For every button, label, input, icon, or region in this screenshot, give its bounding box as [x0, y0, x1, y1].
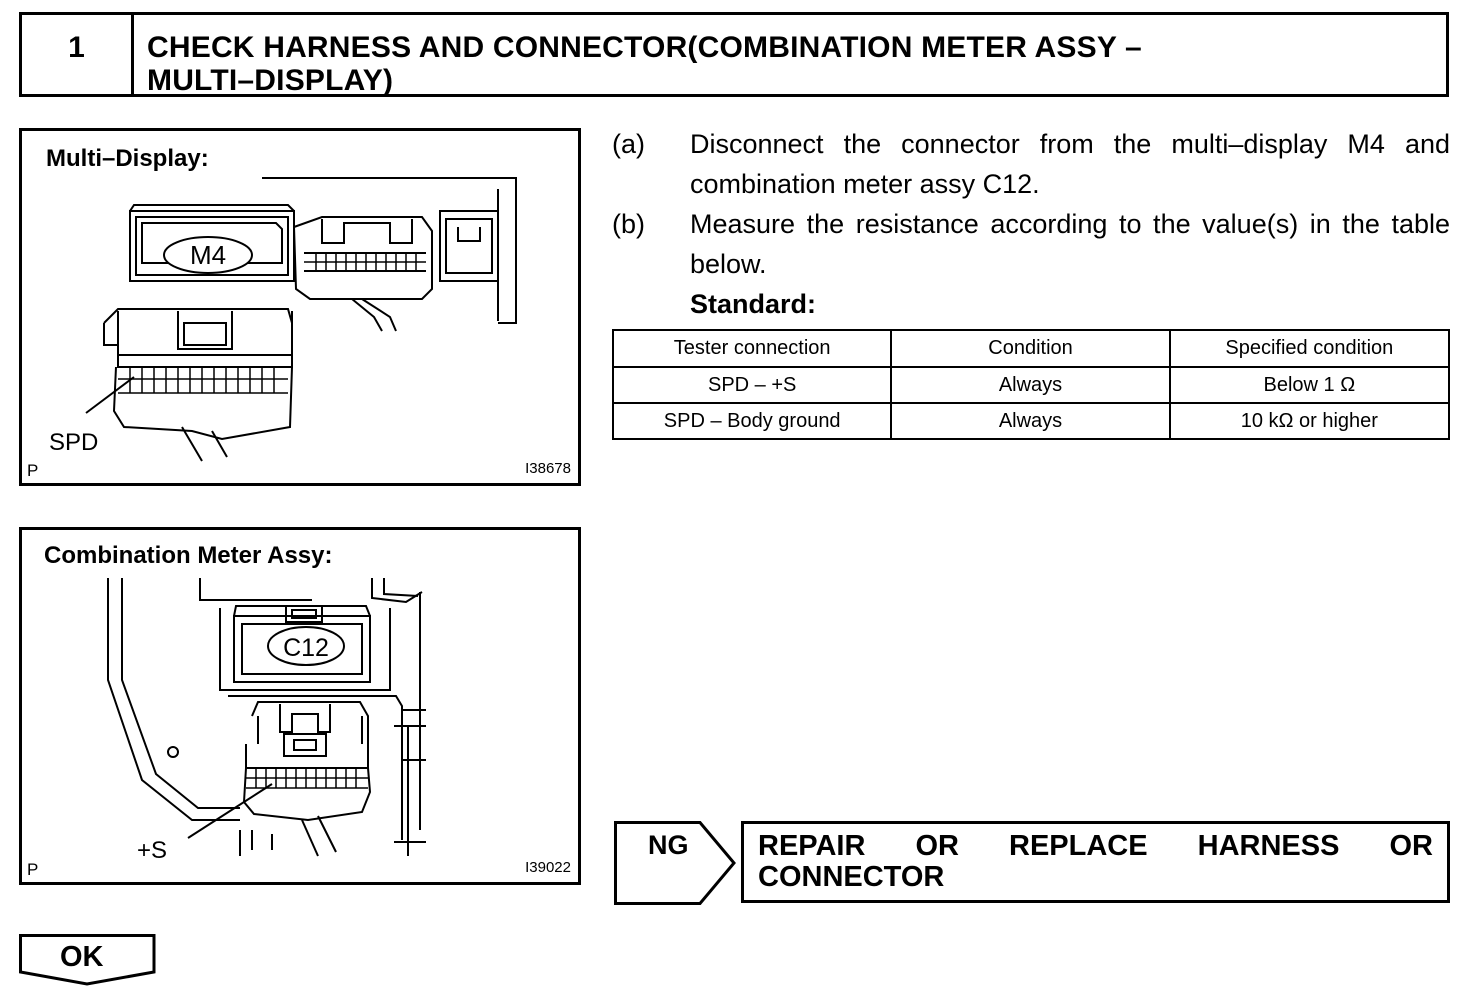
instruction-text: Measure the resistance according to the … [690, 209, 1450, 279]
ng-arrow-icon [614, 821, 736, 905]
ng-label: NG [648, 830, 689, 860]
table-cell: Below 1 Ω [1168, 366, 1451, 404]
result-word: REPLACE [1009, 830, 1148, 862]
figure-title: Multi–Display: [46, 145, 209, 172]
table-header-row: Tester connection Condition Specified co… [611, 329, 1451, 368]
ok-label: OK [60, 941, 104, 973]
figure-code: I38678 [525, 460, 571, 477]
instruction-a: (a) Disconnect the connector from the mu… [612, 124, 1450, 204]
column-header: Tester connection [611, 329, 893, 368]
standard-label: Standard: [690, 289, 817, 319]
step-title-line2: MULTI–DISPLAY) [147, 64, 394, 97]
combination-meter-connector-illustration: C12 +S [107, 578, 426, 864]
m4-connector-label: M4 [190, 240, 226, 270]
multi-display-figure: M4 SPD Multi–Display: P I38678 [19, 128, 581, 486]
ok-arrow-icon [19, 934, 156, 986]
result-word: OR [915, 830, 959, 862]
ng-result-line2: CONNECTOR [758, 861, 945, 893]
resistance-spec-table: Tester connection Condition Specified co… [611, 329, 1451, 440]
c12-connector-label: C12 [283, 634, 329, 662]
combination-meter-figure: C12 +S Combination Meter Assy: P I39022 [19, 527, 581, 885]
instruction-mark: (a) [612, 129, 645, 159]
table-row: SPD – Body ground Always 10 kΩ or higher [611, 402, 1451, 440]
table-row: SPD – +S Always Below 1 Ω [611, 366, 1451, 404]
plus-s-terminal-label: +S [137, 837, 167, 864]
result-word: HARNESS [1197, 830, 1340, 862]
instruction-mark: (b) [612, 209, 645, 239]
instructions: (a) Disconnect the connector from the mu… [612, 124, 1450, 324]
result-word: OR [1389, 830, 1434, 862]
figure-code: I39022 [525, 859, 571, 876]
ng-result-box: REPAIR OR REPLACE HARNESS OR CONNECTOR [741, 821, 1450, 903]
table-cell: SPD – Body ground [611, 402, 893, 440]
step-title-line1: CHECK HARNESS AND CONNECTOR(COMBINATION … [147, 31, 1142, 64]
table-cell: Always [890, 402, 1171, 440]
figure-corner-mark: P [27, 461, 39, 480]
step-number: 1 [22, 15, 134, 94]
table-cell: 10 kΩ or higher [1168, 402, 1451, 440]
table-cell: SPD – +S [611, 366, 893, 404]
instruction-b: (b) Measure the resistance according to … [612, 204, 1450, 284]
figure-corner-mark: P [27, 860, 39, 879]
instruction-text: Disconnect the connector from the multi–… [690, 129, 1450, 199]
step-header: 1 CHECK HARNESS AND CONNECTOR(COMBINATIO… [19, 12, 1449, 97]
multi-display-connector-illustration: M4 SPD [49, 177, 517, 462]
result-word: REPAIR [758, 830, 866, 862]
step-title: CHECK HARNESS AND CONNECTOR(COMBINATION … [134, 15, 1142, 97]
figure-title: Combination Meter Assy: [44, 542, 333, 569]
table-cell: Always [890, 366, 1171, 404]
column-header: Condition [890, 329, 1171, 368]
ng-result-line1: REPAIR OR REPLACE HARNESS OR [758, 831, 1433, 862]
spd-terminal-label: SPD [49, 429, 98, 456]
column-header: Specified condition [1168, 329, 1451, 368]
